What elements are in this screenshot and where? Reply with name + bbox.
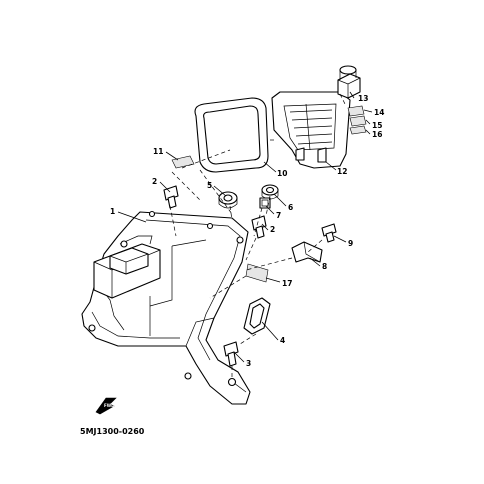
front-marker-label: FWD [104, 403, 115, 408]
callout-13: 13 [358, 94, 368, 103]
callout-9: 9 [348, 239, 353, 248]
gasket-part-10 [194, 97, 269, 173]
callout-4: 4 [280, 336, 285, 345]
callout-10: 10 [277, 169, 287, 178]
housing-part-1 [81, 210, 251, 405]
callout-6: 6 [288, 203, 293, 212]
pad-part-16 [349, 125, 367, 135]
screw-part-2a [163, 185, 179, 209]
callout-7: 7 [276, 211, 281, 220]
callout-12: 12 [337, 167, 347, 176]
callout-14: 14 [374, 108, 384, 117]
callout-8: 8 [322, 262, 327, 271]
callout-1: 1 [110, 207, 115, 216]
pad-part-15 [349, 115, 367, 127]
screw-part-2b [251, 215, 267, 239]
sponge-part-17 [245, 263, 269, 283]
callout-2a: 2 [152, 177, 157, 186]
clamp-part-8 [291, 241, 323, 263]
callout-3: 3 [246, 359, 251, 368]
callout-5: 5 [207, 181, 212, 190]
front-arrow-icon: FWD [95, 397, 117, 415]
callout-2b: 2 [270, 225, 275, 234]
callout-16: 16 [372, 130, 382, 139]
cap-part-13 [337, 65, 361, 99]
grommet-part-5 [218, 191, 238, 209]
callout-labels: 1 2 2 3 4 5 6 7 8 9 10 11 12 13 14 15 16… [110, 94, 384, 368]
leader-lines [117, 91, 373, 363]
ring-part-4 [243, 297, 271, 335]
grommet-part-6 [261, 184, 279, 200]
pad-part-11 [171, 155, 195, 169]
bolt-part-9 [321, 223, 337, 243]
collar-part-7 [259, 197, 271, 209]
callout-15: 15 [372, 121, 382, 130]
callout-17: 17 [282, 279, 292, 288]
callout-11: 11 [153, 147, 163, 156]
diagram-code: 5MJ1300-0260 [80, 427, 145, 436]
guide-lines [169, 93, 347, 380]
pad-part-14 [347, 105, 365, 117]
filter-cover-part-12 [271, 91, 351, 169]
